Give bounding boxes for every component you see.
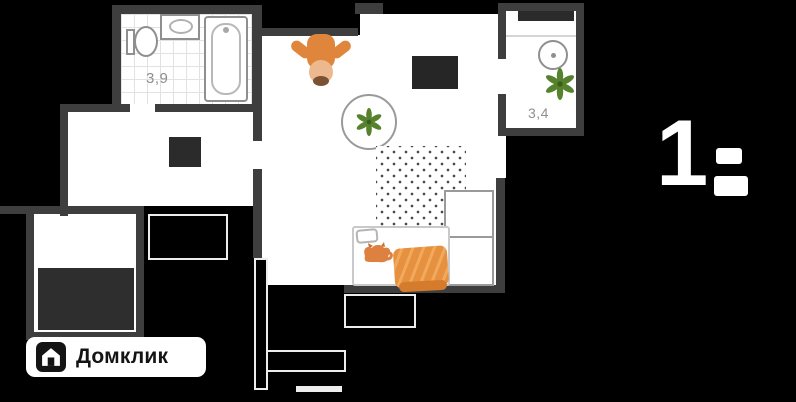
- wall-segment: [504, 128, 584, 136]
- plant-icon: [544, 68, 576, 105]
- wall-segment: [262, 28, 358, 36]
- hallway-floor: [68, 112, 253, 206]
- bathroom-sink: [160, 14, 200, 40]
- common-area-outline: [266, 350, 346, 372]
- round-table: [341, 94, 397, 150]
- common-area-outline: [148, 214, 228, 260]
- wall-segment: [26, 332, 144, 340]
- wall-segment: [60, 104, 130, 112]
- tv-unit: [412, 56, 458, 89]
- wall-segment: [252, 5, 262, 111]
- info-text-line: [714, 176, 748, 196]
- wall-segment: [504, 3, 584, 11]
- logo-text: Домклик: [76, 345, 169, 368]
- bathroom-area-label: 3,9: [146, 70, 169, 87]
- person-icon: [288, 34, 354, 92]
- dark-furniture-block: [38, 268, 134, 330]
- plant-icon: [356, 108, 382, 136]
- toilet: [126, 24, 162, 60]
- common-area-outline: [254, 258, 268, 390]
- wardrobe-shelf: [446, 192, 492, 238]
- rooms-count-number: 1: [656, 100, 709, 205]
- domclick-logo: Домклик: [26, 337, 206, 377]
- wall-segment: [355, 3, 383, 14]
- wall-segment: [253, 111, 262, 141]
- kitchen-area-label: 3,4: [528, 105, 549, 121]
- wall-segment: [0, 206, 144, 214]
- person-hair: [313, 76, 329, 86]
- plan-edge-line: [296, 386, 342, 392]
- wall-segment: [498, 3, 506, 59]
- house-icon: [36, 342, 66, 372]
- bathtub: [204, 16, 248, 102]
- info-text-line: [716, 148, 742, 164]
- common-area-outline: [344, 294, 416, 328]
- toilet-bowl: [134, 26, 158, 57]
- sink-basin: [169, 19, 193, 34]
- kitchen-sink-drain: [551, 53, 556, 58]
- wall-segment: [60, 104, 68, 216]
- wall-segment: [112, 5, 121, 111]
- wall-segment: [155, 104, 262, 112]
- wardrobe: [444, 190, 494, 286]
- wall-segment: [136, 214, 144, 340]
- bathtub-drain: [223, 27, 229, 33]
- kitchen-appliance: [518, 11, 574, 21]
- door-opening: [130, 104, 155, 112]
- hallway-cabinet: [169, 137, 201, 167]
- door-opening: [253, 141, 262, 169]
- wall-segment: [112, 5, 262, 14]
- wall-segment: [253, 169, 262, 216]
- wall-segment: [253, 216, 262, 258]
- kitchen-sink: [538, 40, 568, 70]
- wall-segment: [498, 94, 506, 136]
- wall-segment: [496, 178, 505, 288]
- bathtub-inner: [211, 23, 241, 95]
- wall-segment: [26, 206, 34, 340]
- wall-segment: [576, 3, 584, 136]
- cat-icon: [360, 240, 394, 271]
